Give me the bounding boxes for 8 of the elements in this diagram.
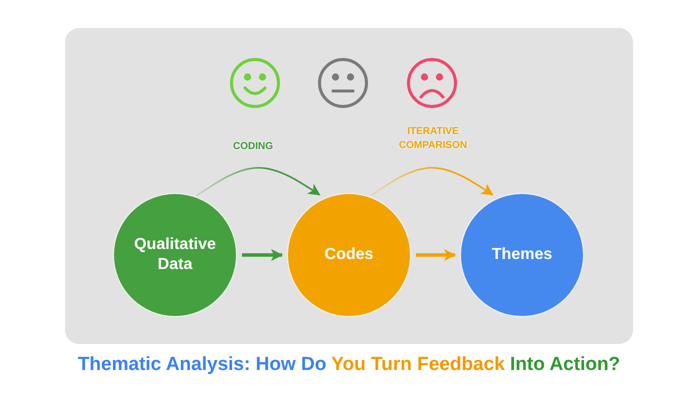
node-label: Qualitative Data <box>133 235 217 275</box>
node-label: Themes <box>492 245 552 265</box>
arrow <box>416 249 456 261</box>
arrow <box>242 249 283 261</box>
curved-arrow <box>196 166 320 196</box>
title: Thematic Analysis: How Do You Turn Feedback Into Action? <box>76 353 622 377</box>
node-label: Codes <box>324 245 374 265</box>
curved-arrow <box>370 166 494 196</box>
